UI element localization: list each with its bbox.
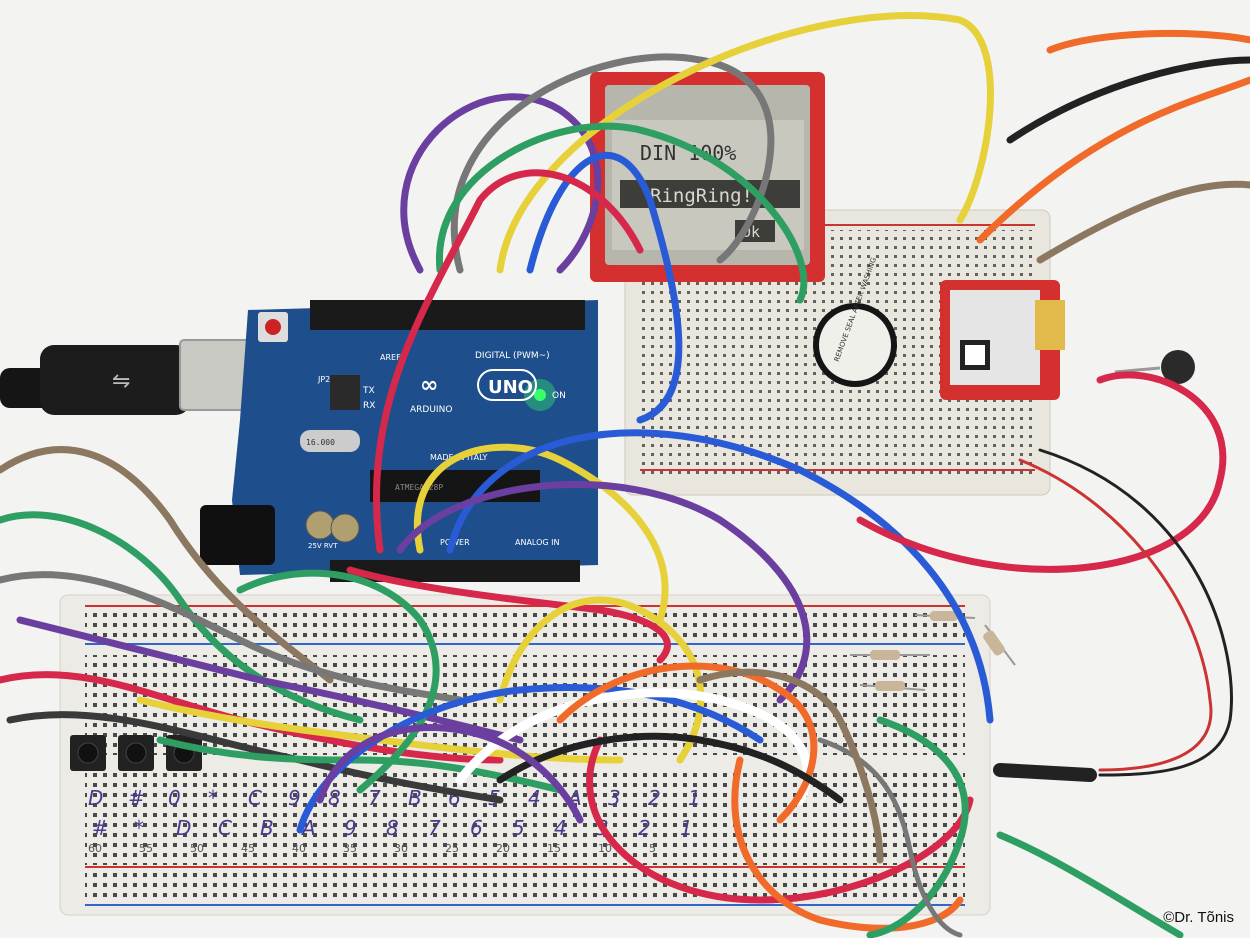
column-number: 45	[241, 842, 255, 855]
handwritten-key-label: 7	[368, 786, 381, 810]
handwritten-key-label: 5	[512, 816, 525, 840]
handwritten-key-label: 6	[470, 816, 483, 840]
handwritten-key-label: 1	[688, 786, 701, 810]
rx-label: RX	[363, 401, 375, 411]
arduino-brand: ARDUINO	[410, 405, 452, 415]
arduino-logo: ∞	[420, 373, 438, 398]
jumper-wires	[0, 12, 1250, 938]
handwritten-key-label: *	[134, 816, 144, 840]
column-number: 10	[598, 842, 612, 855]
handwritten-key-label: 9	[288, 786, 301, 810]
handwritten-key-label: 9	[344, 816, 357, 840]
chip-label: ATMEGA328P	[395, 483, 443, 492]
column-number: 25	[445, 842, 459, 855]
gsm-module	[940, 280, 1065, 400]
lcd-module: DIN 100% RingRing! Ok	[590, 72, 825, 282]
handwritten-key-label: D	[176, 816, 191, 840]
handwritten-key-label: D	[88, 786, 103, 810]
breadboard-column-numbers: 60 55 50 45 40 35 30 25 20 15 10 5	[88, 842, 656, 855]
handwritten-key-label: #	[92, 816, 109, 840]
push-buttons	[70, 735, 202, 771]
photo-credit: ©Dr. Tõnis	[1163, 909, 1234, 926]
microphone	[1114, 350, 1195, 384]
handwritten-key-label: 4	[554, 816, 567, 840]
usb-icon: ⇋	[112, 369, 130, 394]
column-number: 50	[190, 842, 204, 855]
handwritten-key-label: #	[128, 786, 145, 810]
handwritten-key-label: 7	[428, 816, 441, 840]
column-number: 55	[139, 842, 153, 855]
jp2-label: JP2	[317, 375, 330, 384]
capacitor-label: 25V RVT	[308, 542, 338, 550]
tx-label: TX	[362, 386, 375, 396]
handwritten-key-label: 8	[386, 816, 399, 840]
column-number: 15	[547, 842, 561, 855]
analog-header-label: ANALOG IN	[515, 538, 560, 547]
column-number: 60	[88, 842, 102, 855]
crystal-label: 16.000	[306, 438, 335, 447]
arduino-board: ∞ UNO ARDUINO DIGITAL (PWM~) AREF TX RX …	[200, 300, 598, 582]
resistors	[850, 611, 1016, 691]
column-number: 30	[394, 842, 408, 855]
handwritten-key-label: 3	[608, 786, 621, 810]
column-number: 35	[343, 842, 357, 855]
digital-header-label: DIGITAL (PWM~)	[475, 351, 550, 361]
arduino-model: UNO	[488, 377, 533, 398]
buzzer: REMOVE SEAL AFTER WASHING	[813, 257, 897, 387]
aref-label: AREF	[380, 353, 401, 362]
handwritten-key-label: 2	[648, 786, 661, 810]
handwritten-key-label: 2	[638, 816, 651, 840]
handwritten-key-label: 4	[528, 786, 541, 810]
handwritten-key-label: 1	[680, 816, 693, 840]
on-led-label: ON	[552, 391, 566, 401]
handwritten-key-label: C	[248, 786, 262, 810]
handwritten-key-label: 8	[328, 786, 341, 810]
column-number: 20	[496, 842, 510, 855]
column-number: 5	[649, 842, 656, 855]
lcd-line-2: RingRing!	[650, 185, 753, 207]
handwritten-key-label: B	[260, 816, 274, 840]
handwritten-key-label: *	[208, 786, 218, 810]
handwritten-key-label: B	[408, 786, 422, 810]
column-number: 40	[292, 842, 306, 855]
handwritten-key-label: C	[218, 816, 232, 840]
handwritten-key-label: 0	[168, 786, 181, 810]
